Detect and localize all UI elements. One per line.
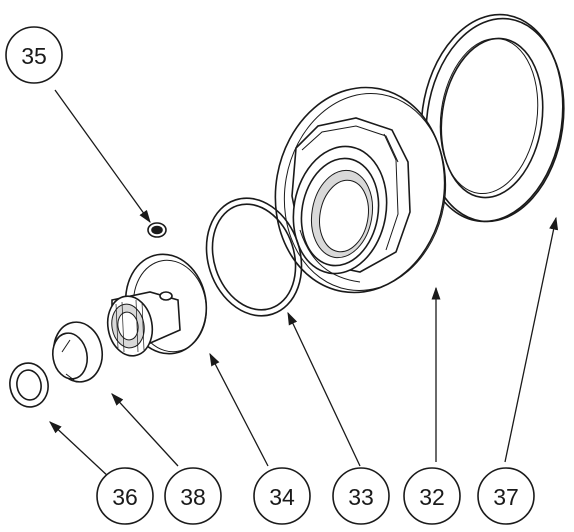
part-36-washer	[9, 362, 49, 408]
callout-33-circle	[332, 467, 390, 525]
callout-34-circle	[253, 467, 311, 525]
callout-37-circle	[477, 467, 535, 525]
part-38-split-collar	[51, 321, 104, 383]
callout-33-label: 33	[348, 484, 374, 510]
callout-36-label: 36	[112, 484, 138, 510]
callout-32-label: 32	[419, 484, 445, 510]
part-33-o-ring	[205, 197, 303, 317]
callout-37-label: 37	[493, 484, 519, 510]
callout-34-label: 34	[269, 484, 295, 510]
callout-32-circle	[403, 467, 461, 525]
callout-35-label: 35	[21, 43, 47, 69]
leader-33	[287, 311, 361, 467]
callout-38-circle	[164, 467, 222, 525]
part-32-flanged-nut	[274, 86, 447, 294]
leader-36	[49, 421, 111, 479]
leader-35	[54, 89, 151, 224]
part-35-set-screw	[147, 222, 167, 238]
callout-35-circle	[5, 26, 63, 84]
callout-36-circle	[96, 467, 154, 525]
leader-lines	[49, 89, 559, 479]
part-37-ring	[420, 13, 565, 223]
leader-37	[504, 216, 559, 463]
leader-38	[111, 393, 179, 467]
part-34-splined-hub	[106, 253, 208, 357]
leader-34	[209, 352, 269, 467]
callout-38-label: 38	[180, 484, 206, 510]
